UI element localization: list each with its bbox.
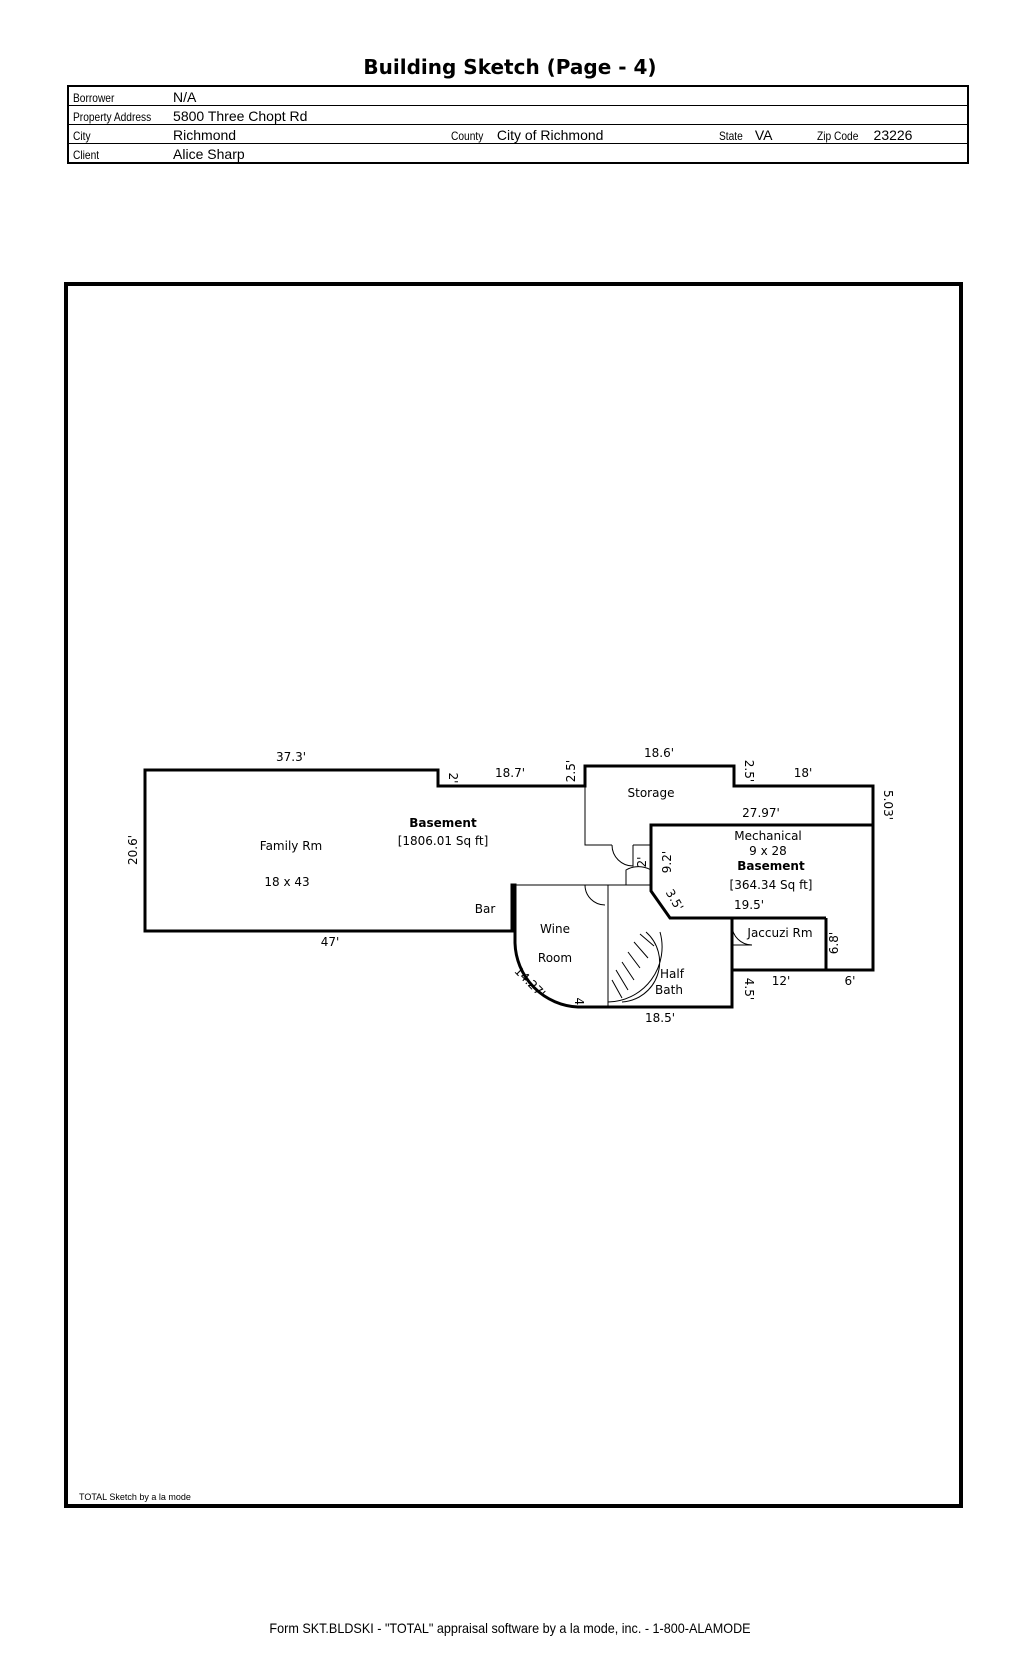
basement-outline [143, 764, 875, 1009]
address-label: Property Address [73, 110, 152, 124]
wine-label: Wine [540, 922, 570, 936]
basement-2-title: Basement [737, 859, 805, 873]
dim-19-5: 19.5' [734, 898, 764, 912]
dim-2-5-a: 2.5' [564, 760, 578, 782]
dimension-labels: 37.3' 2' 18.7' 2.5' 18.6' 2.5' 18' 5.03'… [126, 746, 895, 1025]
floor-plan-walls [143, 764, 875, 1009]
door-arc-1 [625, 866, 652, 885]
storage-wall [584, 786, 612, 846]
half-label: Half [660, 967, 685, 981]
state-value: VA [754, 127, 773, 143]
city-label: City [73, 129, 91, 143]
address-value: 5800 Three Chopt Rd [169, 105, 968, 125]
door-arc-3 [584, 884, 606, 906]
room-labels: Family Rm 18 x 43 Basement [1806.01 Sq f… [260, 786, 813, 997]
city-row: City Richmond County City of Richmond St… [68, 124, 968, 144]
dim-9-2: 9.2' [660, 851, 674, 873]
sketch-frame [64, 282, 963, 1508]
bath-label: Bath [655, 983, 683, 997]
page-title: Building Sketch (Page - 4) [363, 55, 657, 79]
client-value: Alice Sharp [169, 143, 968, 163]
dim-5-03: 5.03' [881, 790, 895, 820]
interior-walls [515, 786, 753, 1007]
basement-2-area: [364.34 Sq ft] [730, 878, 813, 892]
basement-1-title: Basement [409, 816, 477, 830]
dim-6-8: 6.8' [827, 932, 841, 954]
door-arc-4 [731, 924, 753, 946]
dim-37-3: 37.3' [276, 750, 306, 764]
spiral-stair [607, 931, 663, 1003]
mechanical-dim: 9 x 28 [749, 844, 787, 858]
dim-3-5: 3.5' [663, 887, 686, 913]
dim-18-5: 18.5' [645, 1011, 675, 1025]
dim-4: 4' [572, 998, 586, 1009]
dim-2-b: 2' [635, 857, 649, 868]
jacuzzi-label: Jaccuzi Rm [746, 926, 812, 940]
family-rm-dim: 18 x 43 [264, 875, 309, 889]
dim-47: 47' [321, 935, 340, 949]
dim-2-a: 2' [446, 773, 460, 784]
county-label: County [451, 129, 484, 143]
dim-18-7: 18.7' [495, 766, 525, 780]
state-label: State [719, 129, 743, 143]
basement-1-area: [1806.01 Sq ft] [398, 834, 489, 848]
door-arc-2 [611, 844, 634, 867]
dim-14-27: 14.27' [512, 964, 549, 1001]
zip-value: 23226 [873, 127, 913, 143]
form-footer: Form SKT.BLDSKI - "TOTAL" appraisal soft… [269, 1620, 751, 1636]
dim-20-6: 20.6' [126, 835, 140, 865]
mechanical-outline [651, 823, 875, 972]
borrower-label: Borrower [73, 91, 115, 105]
address-row: Property Address 5800 Three Chopt Rd [68, 105, 968, 125]
client-label: Client [73, 148, 100, 162]
client-row: Client Alice Sharp [68, 143, 968, 163]
dim-18-6: 18.6' [644, 746, 674, 760]
dim-27-97: 27.97' [742, 806, 780, 820]
storage-label: Storage [628, 786, 675, 800]
bar-label: Bar [475, 902, 496, 916]
sketch-credit: TOTAL Sketch by a la mode [79, 1492, 191, 1502]
mechanical-label: Mechanical [734, 829, 802, 843]
borrower-row: Borrower N/A [68, 86, 968, 106]
property-info-table: Borrower N/A Property Address 5800 Three… [67, 85, 969, 164]
dim-18: 18' [794, 766, 813, 780]
county-value: City of Richmond [496, 127, 604, 143]
dim-12: 12' [772, 974, 791, 988]
stair-treads [611, 933, 655, 999]
dim-4-5: 4.5' [742, 978, 756, 1000]
city-value: Richmond [169, 124, 448, 144]
borrower-value: N/A [173, 89, 197, 105]
family-rm-label: Family Rm [260, 839, 322, 853]
dim-2-5-b: 2.5' [742, 760, 756, 782]
dim-6: 6' [845, 974, 856, 988]
room-label: Room [538, 951, 572, 965]
zip-label: Zip Code [817, 129, 859, 143]
